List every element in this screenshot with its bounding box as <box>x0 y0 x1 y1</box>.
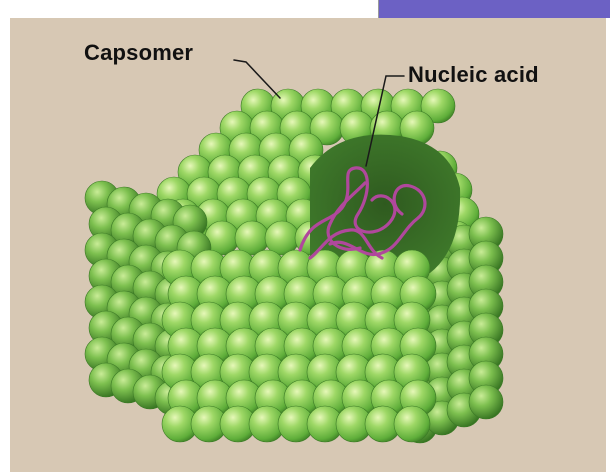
capsomer-label: Capsomer <box>84 40 193 66</box>
diagram-panel: Capsomer Nucleic acid <box>10 18 606 472</box>
capsomer-sphere <box>469 385 503 419</box>
nucleic-acid-label: Nucleic acid <box>408 62 539 88</box>
capsid-front <box>162 250 436 442</box>
capsomer-sphere <box>394 406 430 442</box>
corner-band <box>378 0 610 18</box>
